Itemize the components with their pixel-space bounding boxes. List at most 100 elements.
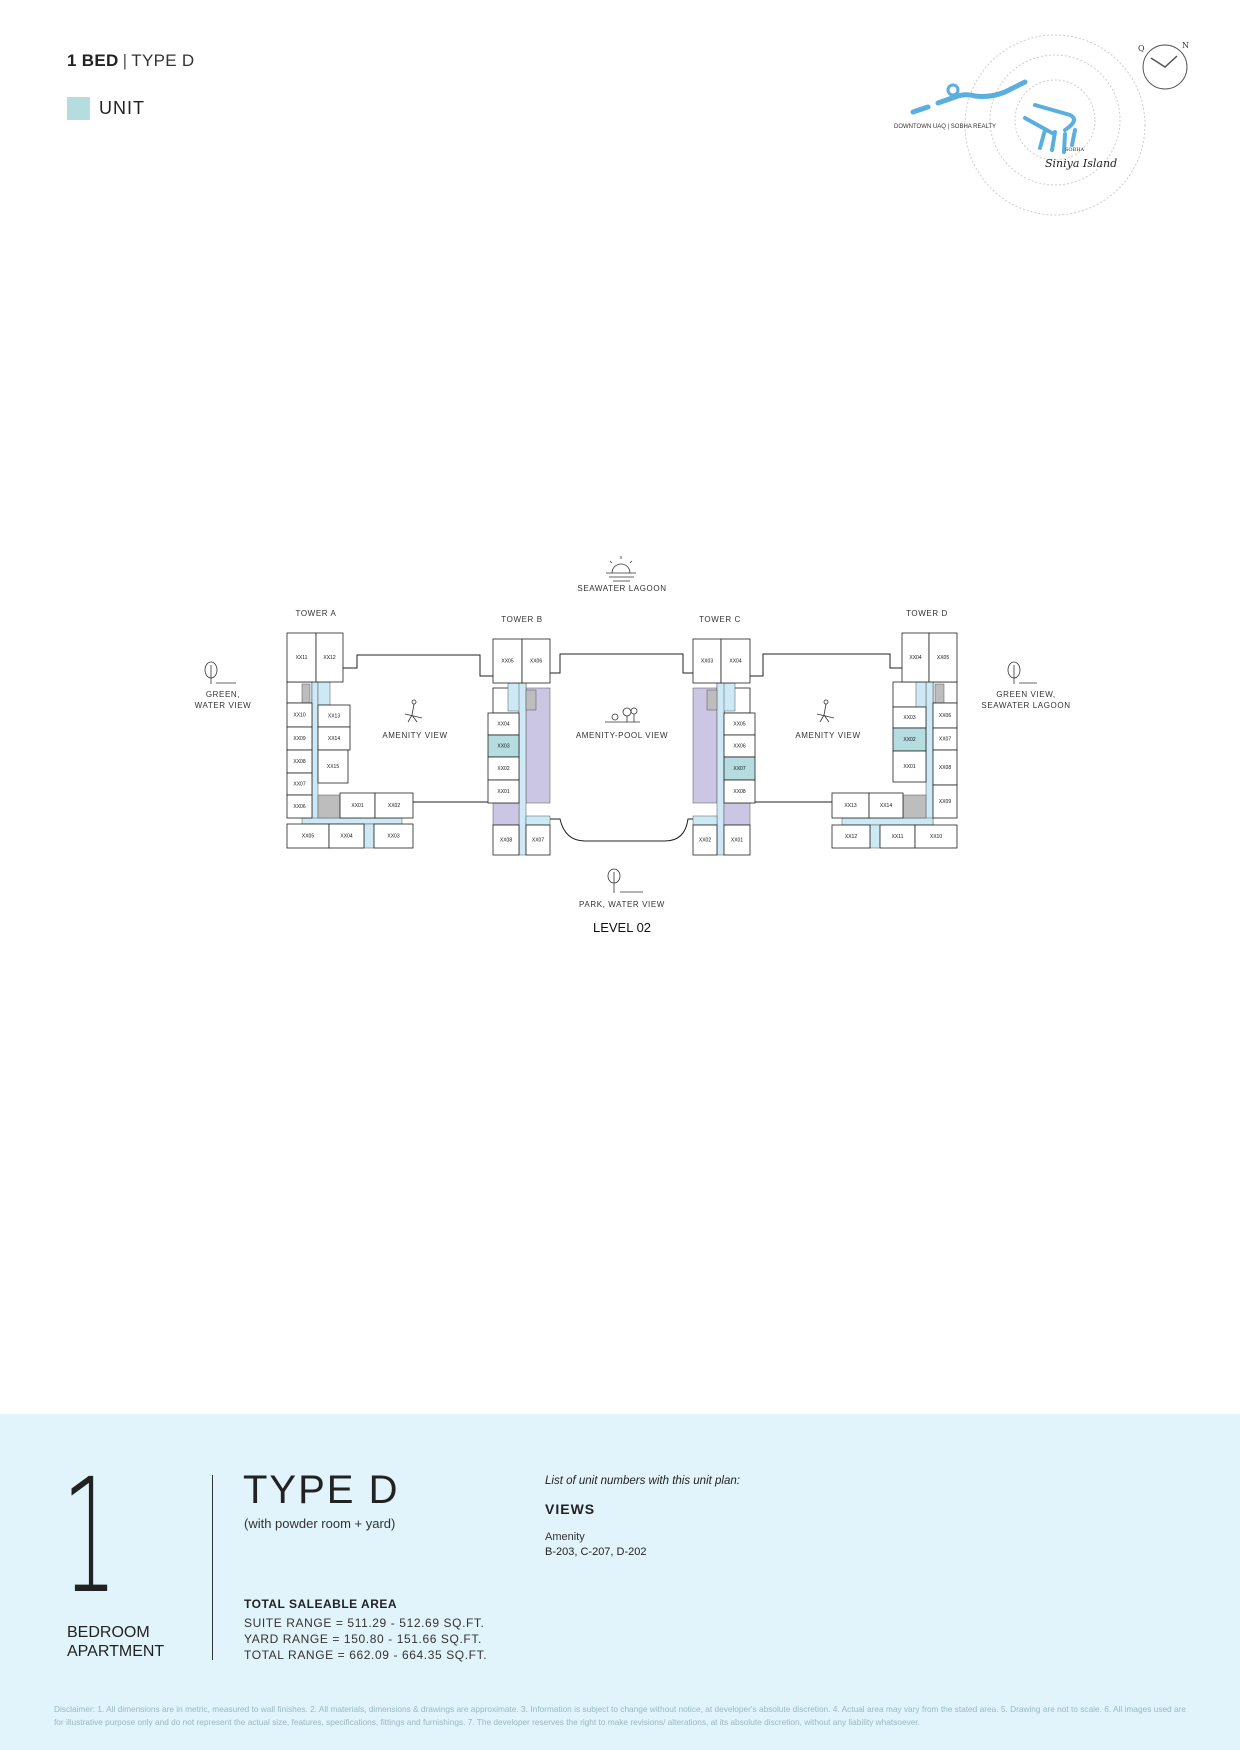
info-panel	[0, 1414, 1240, 1750]
unit-number: XX07	[532, 837, 544, 843]
unit[interactable]: XX15	[317, 749, 349, 784]
unit-outline	[723, 824, 751, 856]
unit[interactable]: XX14	[868, 792, 904, 819]
unit[interactable]: XX10	[914, 824, 958, 849]
unit[interactable]: XX07	[286, 772, 313, 796]
view-label-top: SEAWATER LAGOON	[577, 584, 666, 593]
view-label-amenity-right: AMENITY VIEW	[795, 731, 860, 740]
unit-outline	[521, 638, 551, 684]
highlighted-unit[interactable]: XX03	[487, 734, 520, 758]
bedroom-count: 1	[62, 1445, 118, 1629]
unit[interactable]: XX11	[286, 632, 317, 683]
logo-caption: DOWNTOWN UAQ | SOBHA REALTY	[894, 124, 996, 130]
unit[interactable]: XX13	[317, 704, 351, 728]
unit-outline	[692, 824, 718, 856]
tower-c-label: TOWER C	[699, 615, 741, 624]
unit-number: XX07	[733, 766, 745, 772]
unit[interactable]: XX03	[892, 706, 927, 729]
tree-icon-right	[1007, 661, 1037, 684]
unit[interactable]: XX05	[286, 823, 330, 849]
unit[interactable]: XX13	[831, 792, 870, 819]
unit-outline	[487, 779, 520, 804]
stair-core	[902, 794, 927, 819]
pool-trees-icon	[605, 707, 640, 723]
unit[interactable]: XX05	[723, 712, 756, 736]
unit-outline	[901, 632, 930, 683]
plan-heading: 1 BED|TYPE D	[67, 51, 195, 71]
unit[interactable]: XX06	[723, 734, 756, 758]
unit[interactable]: XX08	[932, 749, 958, 786]
unit-outline	[286, 794, 313, 819]
unit[interactable]: XX05	[928, 632, 958, 683]
unit-outline	[286, 702, 313, 728]
unit[interactable]: XX08	[492, 824, 520, 856]
logo-brand-script: Siniya Island	[1045, 157, 1117, 170]
legend-label: UNIT	[99, 98, 145, 118]
unit[interactable]: XX05	[492, 638, 523, 684]
unit[interactable]: XX07	[932, 727, 958, 751]
unit[interactable]: XX09	[286, 726, 313, 751]
unit[interactable]: XX01	[487, 779, 520, 804]
unit[interactable]: XX04	[328, 823, 365, 849]
total-range: TOTAL RANGE = 662.09 - 664.35 SQ.FT.	[244, 1648, 488, 1662]
unit[interactable]: XX02	[692, 824, 718, 856]
unit-outline	[328, 823, 365, 849]
unit[interactable]: XX02	[487, 756, 520, 781]
unit[interactable]: XX10	[286, 702, 313, 728]
unit[interactable]: XX12	[831, 824, 871, 849]
unit-outline	[339, 792, 376, 819]
disclaimer: Disclaimer: 1. All dimensions are in met…	[54, 1704, 1186, 1727]
unit[interactable]: XX04	[487, 712, 520, 736]
unit[interactable]: XX04	[720, 638, 751, 684]
logo-ring-inner	[1014, 79, 1096, 161]
unit-number: XX12	[323, 655, 335, 661]
unit[interactable]: XX14	[317, 726, 351, 751]
unit[interactable]: XX01	[339, 792, 376, 819]
unit-outline	[928, 632, 958, 683]
stair-core	[706, 689, 718, 711]
unit[interactable]: XX06	[932, 702, 958, 729]
unit[interactable]: XX08	[286, 749, 313, 774]
highlighted-unit[interactable]: XX07	[723, 756, 756, 781]
corridor	[525, 815, 551, 826]
unit[interactable]: XX04	[901, 632, 930, 683]
area-title: TOTAL SALEABLE AREA	[244, 1597, 398, 1611]
yard-range: YARD RANGE = 150.80 - 151.66 SQ.FT.	[244, 1632, 482, 1646]
highlighted-unit[interactable]: XX02	[892, 727, 927, 752]
unit[interactable]: XX06	[521, 638, 551, 684]
unit[interactable]: XX12	[315, 632, 344, 683]
unit-type: TYPE D	[131, 51, 195, 70]
unit-number: XX01	[497, 789, 509, 795]
unit[interactable]: XX01	[892, 750, 927, 783]
unit-number: XX04	[497, 721, 509, 727]
stair-core	[525, 689, 537, 711]
unit-number: XX11	[296, 655, 308, 661]
type-title: TYPE D	[243, 1468, 400, 1512]
type-subtitle: (with powder room + yard)	[244, 1516, 396, 1531]
unit[interactable]: XX07	[525, 824, 551, 856]
tower-b-label: TOWER B	[501, 615, 542, 624]
suite-range: SUITE RANGE = 511.29 - 512.69 SQ.FT.	[244, 1616, 485, 1630]
unit-outline	[914, 824, 958, 849]
bed-count: 1 BED	[67, 51, 119, 70]
unit-number: XX03	[497, 743, 509, 749]
service-area	[492, 802, 520, 826]
unit[interactable]: XX03	[373, 823, 414, 849]
unit[interactable]: XX11	[879, 824, 916, 849]
unit-number: XX03	[387, 833, 399, 839]
unit-outline	[286, 823, 330, 849]
unit[interactable]: XX06	[286, 794, 313, 819]
unit[interactable]: XX08	[723, 779, 756, 804]
unit-outline	[831, 792, 870, 819]
unit[interactable]: XX09	[932, 784, 958, 819]
unit-outline	[932, 784, 958, 819]
unit-outline	[723, 779, 756, 804]
unit-outline	[525, 824, 551, 856]
unit[interactable]: XX03	[692, 638, 722, 684]
view-label-right-2: SEAWATER LAGOON	[981, 701, 1070, 710]
unit-number: XX02	[497, 766, 509, 772]
unit[interactable]: XX01	[723, 824, 751, 856]
unit-number: XX15	[327, 764, 339, 770]
unit[interactable]: XX02	[374, 792, 414, 819]
unit-number: XX04	[909, 655, 921, 661]
